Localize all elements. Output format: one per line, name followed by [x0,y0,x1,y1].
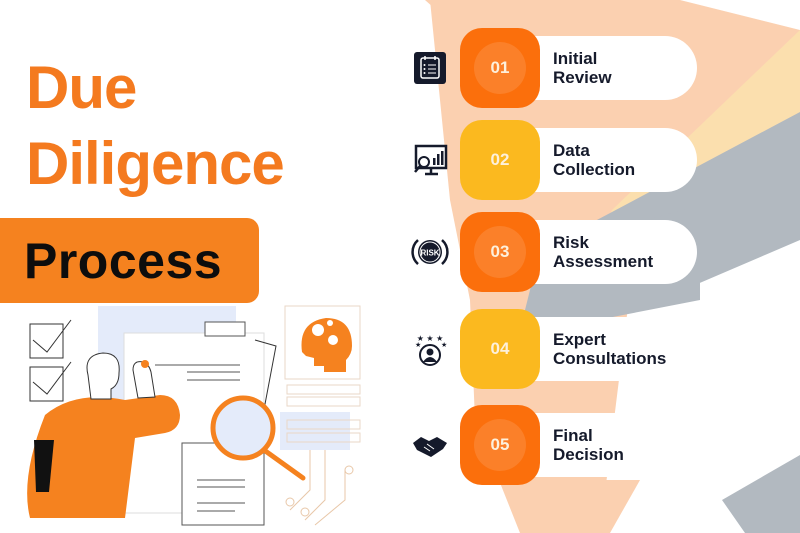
person-figure [27,352,181,518]
title-line-diligence: Diligence [26,130,285,197]
handshake-icon [413,437,447,457]
expert-rating-icon: ★ ★ ★ ★ ★ [415,334,447,366]
title-line-process: Process [24,233,223,289]
circuit-lines [285,450,354,526]
step-number: 03 [490,242,510,261]
white-top-right [680,0,800,30]
step-number: 04 [490,339,510,358]
step-number: 02 [490,150,510,169]
peach-bottom [555,480,640,533]
magnifying-glass-icon [210,395,306,481]
title-line-due: Due [26,54,137,121]
gray-bottom-right [722,455,800,533]
step-data-collection: 02 Data Collection [400,120,700,200]
step-final-decision: 05 Final Decision [400,405,700,485]
step-initial-review: 01 Initial Review [400,28,700,108]
step-number-badge: 05 [460,405,540,485]
step-number-badge: 03 [460,212,540,292]
step-number-badge: 04 [460,309,540,389]
data-analytics-monitor-icon [414,144,448,176]
process-banner: Process [0,218,259,303]
svg-text:★: ★ [441,341,447,349]
step-label: Final Decision [553,426,624,464]
step-label: Data Collection [553,141,636,179]
step-number-badge: 01 [460,28,540,108]
svg-text:★ ★ ★: ★ ★ ★ [417,334,444,343]
step-number: 05 [490,435,510,454]
step-number: 01 [490,58,510,77]
step-risk-assessment: RISK 03 Risk Assessment [400,212,700,292]
step-expert-consultations: ★ ★ ★ ★ ★ 04 Expert Consultations [400,309,700,389]
step-number-badge: 02 [460,120,540,200]
checklist-calendar-icon [414,52,446,84]
checkbox-icon [29,319,72,402]
step-label: Initial Review [553,49,612,87]
document-review-illustration [27,305,361,526]
svg-text:RISK: RISK [420,249,439,258]
risk-gauge-icon: RISK [411,239,449,265]
step-label: Expert Consultations [553,330,667,368]
brain-gears-icon [301,318,352,372]
svg-text:★: ★ [415,341,421,349]
step-label: Risk Assessment [553,233,654,271]
